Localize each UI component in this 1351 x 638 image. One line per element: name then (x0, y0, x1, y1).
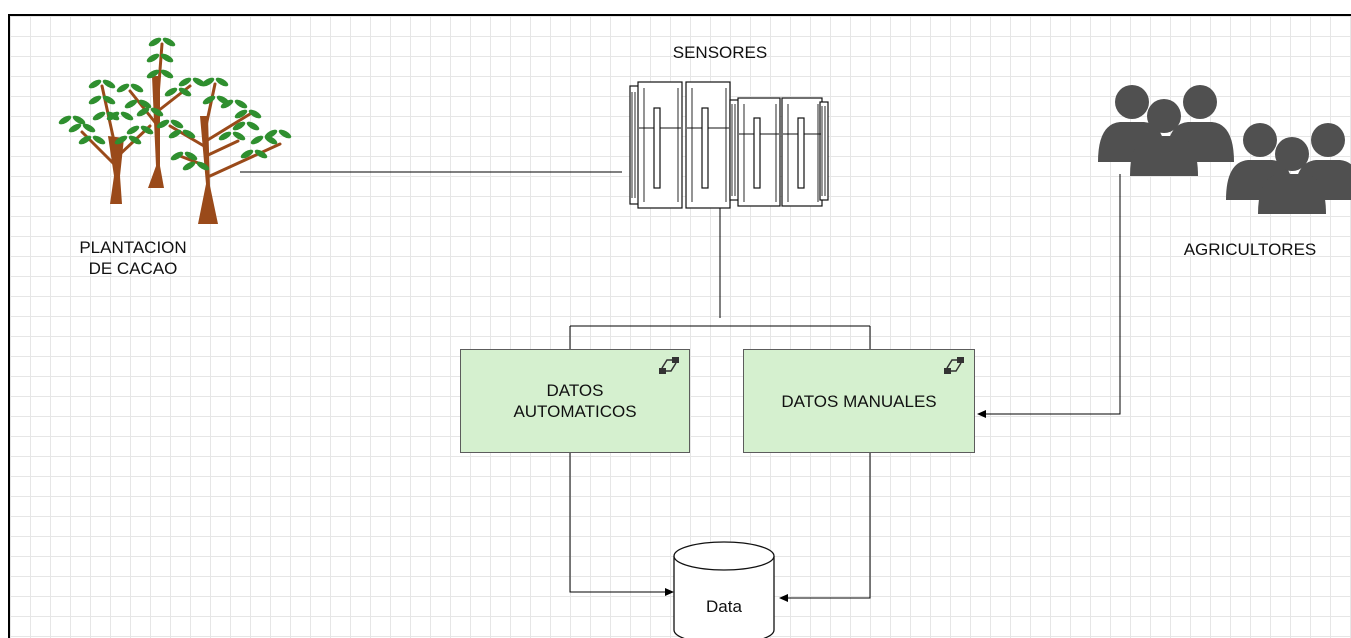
farmers-label: AGRICULTORES (1183, 240, 1317, 259)
server-rack-icon (629, 81, 829, 209)
automatic-data-label: DATOS AUTOMATICOS (513, 380, 636, 422)
connectors (240, 171, 1121, 602)
edge-manual-to-data (779, 453, 871, 602)
edge-auto-to-data (569, 453, 674, 596)
people-group-icon (1098, 85, 1351, 214)
database-cylinder-icon (673, 541, 775, 638)
plantation-label-line1: PLANTACION (79, 238, 187, 257)
diagram-svg (57, 35, 1351, 638)
network-nodes-icon (942, 356, 966, 381)
diagram-canvas: PLANTACION DE CACAO SENSORES AGRICULTORE… (8, 14, 1351, 638)
manual-data-label: DATOS MANUALES (781, 391, 937, 411)
automatic-data-line2: AUTOMATICOS (513, 402, 637, 421)
sensors-label: SENSORES (672, 43, 768, 62)
tree-icon (57, 35, 293, 224)
edge-farmers-to-manual (977, 174, 1121, 418)
database-label: Data (706, 597, 742, 616)
plantation-label: PLANTACION DE CACAO (68, 237, 198, 279)
automatic-data-box[interactable]: DATOS AUTOMATICOS (460, 349, 690, 453)
plantation-label-line2: DE CACAO (88, 259, 178, 278)
manual-data-box[interactable]: DATOS MANUALES (743, 349, 975, 453)
automatic-data-line1: DATOS (546, 381, 604, 400)
network-nodes-icon (657, 356, 681, 381)
